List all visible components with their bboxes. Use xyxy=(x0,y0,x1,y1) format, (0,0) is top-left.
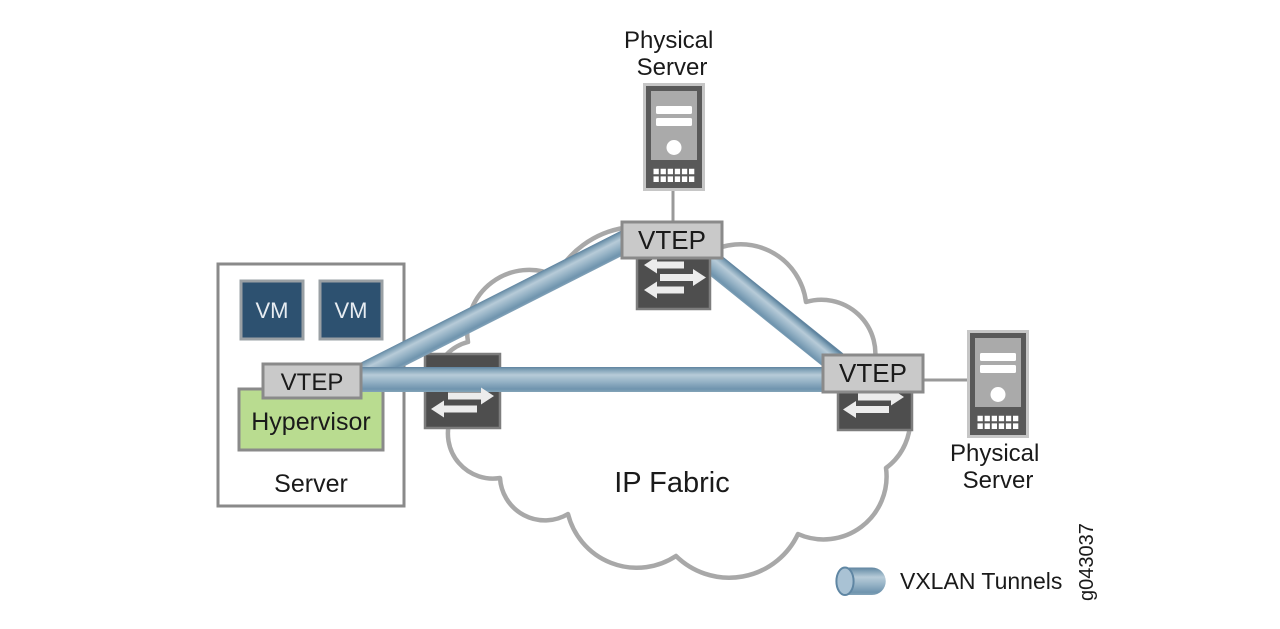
vxlan-tunnel-swatch-cap xyxy=(835,566,855,596)
vxlan-tunnel-swatch xyxy=(845,567,886,595)
vtep-right-box xyxy=(821,353,925,394)
physical-server-top-label: Physical Server xyxy=(624,27,720,81)
ip-fabric-label: IP Fabric xyxy=(614,467,730,499)
arrow-left-icon xyxy=(644,281,684,299)
physical-server-icon-right xyxy=(967,330,1029,438)
vtep-left-label: VTEP xyxy=(281,369,344,396)
arrow-right-icon xyxy=(448,387,494,405)
physical-server-right-label-line2: Server xyxy=(963,467,1034,494)
legend: VXLAN Tunnels xyxy=(835,566,1062,596)
server-label: Server xyxy=(274,470,348,498)
legend-label: VXLAN Tunnels xyxy=(900,568,1062,594)
arrow-left-icon xyxy=(843,401,889,418)
physical-server-top-label-line2: Server xyxy=(637,54,708,81)
vm-2-label: VM xyxy=(335,298,368,323)
arrow-right-icon xyxy=(660,269,706,286)
physical-server-icon-top xyxy=(643,83,705,191)
physical-server-top-label-line1: Physical xyxy=(624,27,713,54)
vxlan-tunnel-left-top xyxy=(336,228,636,396)
hypervisor-label: Hypervisor xyxy=(251,408,370,436)
figure-id-label: g043037 xyxy=(1076,523,1098,601)
vtep-top-box xyxy=(620,220,724,260)
vm-1-label: VM xyxy=(256,298,289,323)
vtep-left-box xyxy=(261,362,363,400)
vtep-right-label: VTEP xyxy=(839,358,907,388)
vtep-top-label: VTEP xyxy=(638,225,706,255)
physical-server-right-label: Physical Server xyxy=(950,440,1046,494)
vm-box-2 xyxy=(318,279,384,341)
arrow-left-icon xyxy=(644,256,684,274)
physical-server-right-label-line1: Physical xyxy=(950,440,1039,467)
arrow-left-icon xyxy=(431,400,477,418)
vm-box-1 xyxy=(239,279,305,341)
